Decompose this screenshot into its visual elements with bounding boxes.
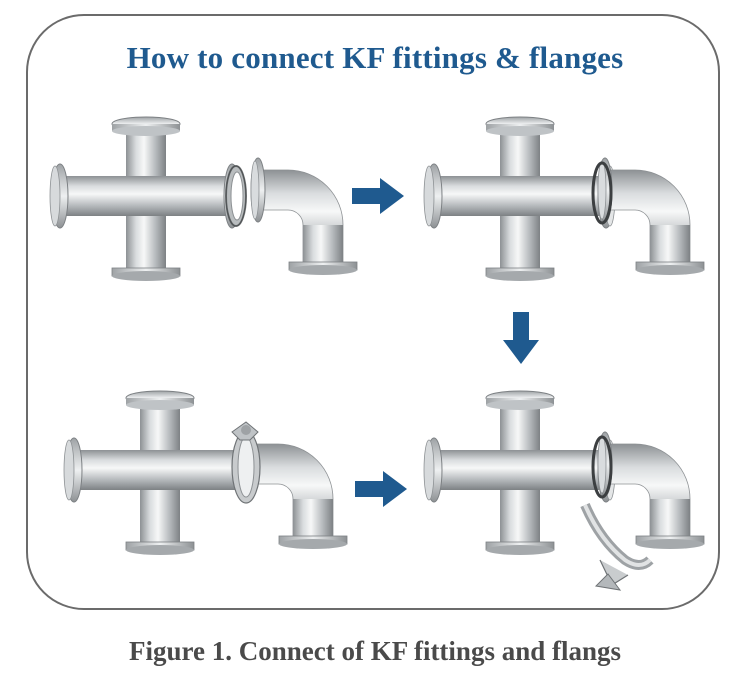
step-1-ring-a xyxy=(225,165,247,227)
step-3-closed-clamp xyxy=(231,421,261,504)
step-3-cross xyxy=(63,390,256,556)
step-4-open-clamp xyxy=(580,502,654,591)
arrow-right-icon xyxy=(352,178,404,214)
figure-caption: Figure 1. Connect of KF fittings and fla… xyxy=(128,636,621,666)
diagram-title: How to connect KF fittings & flanges xyxy=(126,40,624,75)
arrow-down-icon xyxy=(503,312,539,364)
step-2-ring xyxy=(591,161,613,225)
step-1-elbow xyxy=(250,157,358,276)
step-1-cross xyxy=(49,116,242,282)
arrow-right-icon-2 xyxy=(355,471,407,507)
step-2-cross xyxy=(423,116,616,282)
step-4-cross xyxy=(423,390,616,556)
